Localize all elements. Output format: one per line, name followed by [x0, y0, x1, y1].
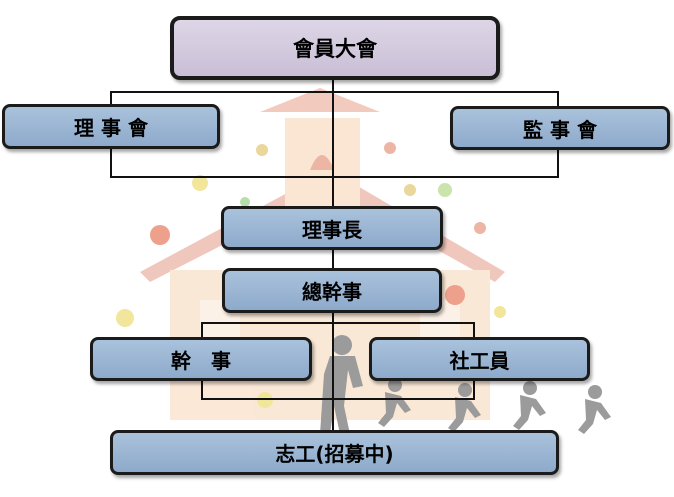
social-worker-box: 社工員 — [369, 337, 590, 381]
roof-peak-shape — [260, 88, 380, 112]
leaf-icon — [404, 184, 416, 196]
leaf-icon — [192, 175, 208, 191]
chairman-box: 理事長 — [221, 206, 443, 250]
leaf-icon — [150, 225, 170, 245]
board-of-supervisors-box: 監 事 會 — [450, 106, 670, 150]
running-child-icon — [578, 385, 611, 434]
leaf-icon — [240, 197, 250, 207]
running-child-icon — [378, 378, 411, 427]
general-assembly-box: 會員大會 — [170, 16, 500, 80]
leaf-icon — [384, 142, 396, 154]
leaf-icon — [494, 306, 506, 318]
leaf-icon — [445, 285, 465, 305]
leaf-icon — [474, 222, 486, 234]
volunteers-box: 志工(招募中) — [110, 430, 559, 475]
leaf-icon — [116, 309, 134, 327]
bell-icon — [310, 155, 334, 170]
running-child-icon — [513, 381, 546, 430]
teacher-silhouette-icon — [320, 335, 363, 434]
running-child-icon — [448, 383, 481, 432]
secretary-general-box: 總幹事 — [222, 268, 442, 313]
leaf-icon — [256, 144, 268, 156]
leaf-icon — [438, 183, 452, 197]
board-of-directors-box: 理 事 會 — [2, 104, 220, 149]
officer-box: 幹 事 — [90, 337, 312, 381]
